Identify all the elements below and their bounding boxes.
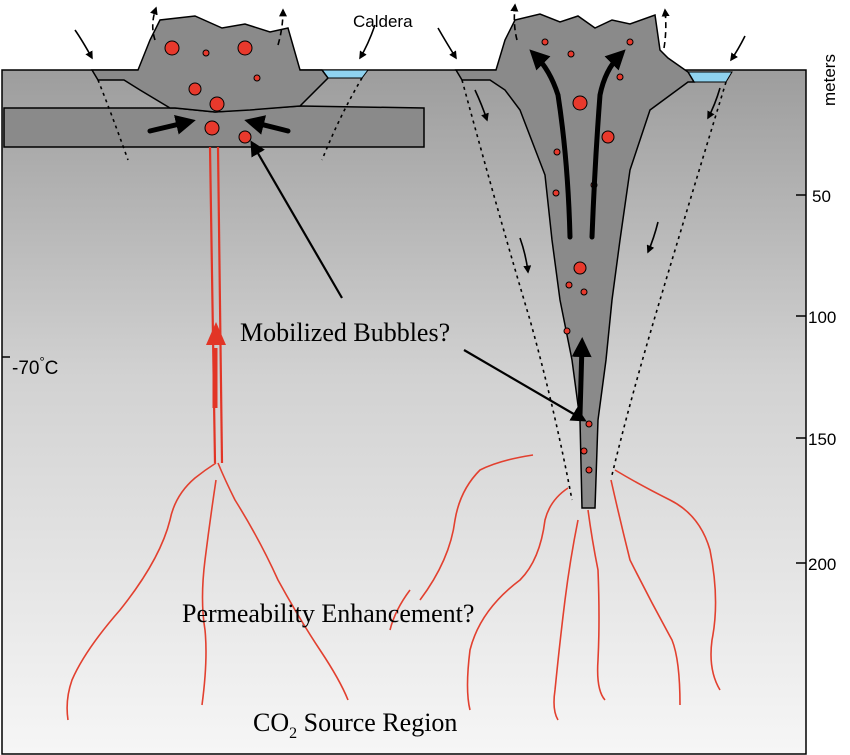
ground-section [1, 69, 807, 755]
temperature-degree: ° [39, 354, 44, 369]
temperature-label: -70°C [12, 354, 58, 379]
co2-prefix: CO [253, 708, 289, 737]
converging-arrows [147, 115, 291, 135]
co2-source-label: CO2 Source Region [253, 708, 457, 742]
temperature-value: -70 [12, 358, 39, 379]
right-fault-lines [461, 79, 727, 501]
depth-axis [796, 194, 806, 564]
red-conduit-arrow [212, 348, 218, 408]
depth-tick-label-200: 200 [808, 555, 836, 574]
red-up-arrow-head [206, 322, 226, 345]
mobilized-bubbles-pointers [250, 140, 587, 422]
left-plug-bubbles [164, 40, 261, 144]
caldera-label: Caldera [353, 12, 413, 31]
depth-tick-label-50: 50 [812, 187, 831, 206]
co2-suffix: Source Region [297, 708, 457, 737]
right-inflow-arrows [437, 27, 746, 274]
left-inflow-arrows [74, 24, 376, 60]
water-pool-left-2 [321, 69, 369, 79]
left-degassing-arrows [150, 6, 287, 46]
mobilized-bubbles-label: Mobilized Bubbles? [240, 318, 450, 347]
right-lava-plug [454, 13, 696, 509]
water-pool-right-2 [687, 71, 733, 83]
left-lava-plug [90, 15, 329, 113]
co2-subscript: 2 [289, 725, 297, 742]
depth-tick-label-100: 100 [808, 308, 836, 327]
right-flow-arrows [529, 49, 626, 418]
permeability-fractures [66, 454, 721, 721]
temperature-unit: C [45, 358, 59, 379]
left-fault-lines [97, 77, 363, 161]
red-conduit [208, 146, 224, 464]
depth-tick-label-150: 150 [808, 430, 836, 449]
permeability-label: Permeability Enhancement? [182, 599, 474, 628]
depth-unit-label: meters [820, 54, 839, 106]
right-degassing-arrows [510, 3, 670, 49]
